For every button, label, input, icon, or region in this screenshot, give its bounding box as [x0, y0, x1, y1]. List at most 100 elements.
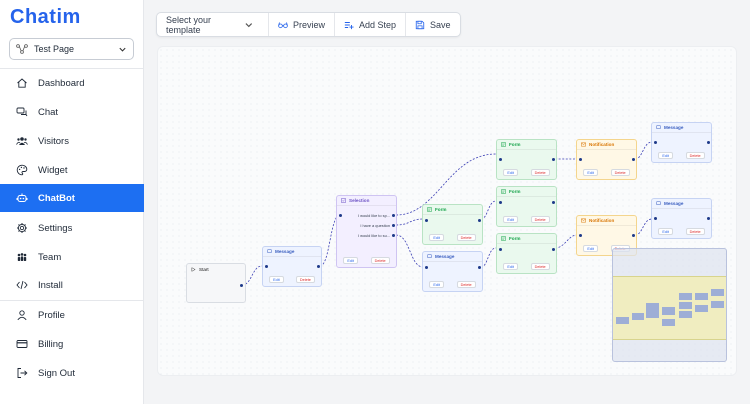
delete-button[interactable]: Delete: [371, 257, 390, 264]
nav-item-label: Widget: [38, 165, 68, 176]
nav-item-visitors[interactable]: Visitors: [0, 127, 144, 155]
node-header: Form: [497, 187, 556, 197]
node-handle[interactable]: [392, 224, 395, 227]
edit-button[interactable]: Edit: [429, 281, 444, 288]
node-handle[interactable]: [632, 234, 635, 237]
node-handle[interactable]: [579, 234, 582, 237]
nav-item-dashboard[interactable]: Dashboard: [0, 69, 144, 97]
chevron-down-icon: [244, 20, 254, 30]
template-select[interactable]: Select your template: [157, 13, 269, 36]
delete-button[interactable]: Delete: [531, 216, 550, 223]
node-handle[interactable]: [707, 141, 710, 144]
flow-node-message[interactable]: Message EditDelete: [651, 122, 712, 163]
add-step-button[interactable]: Add Step: [335, 13, 406, 36]
form-icon: [501, 236, 506, 241]
nav-item-label: Visitors: [38, 136, 69, 147]
node-handle[interactable]: [317, 265, 320, 268]
delete-button[interactable]: Delete: [611, 169, 630, 176]
edit-button[interactable]: Edit: [583, 169, 598, 176]
card-icon: [16, 338, 28, 350]
node-handle[interactable]: [552, 201, 555, 204]
flow-node-selection[interactable]: Selection I would like to sp... I have a…: [336, 195, 397, 268]
edit-button[interactable]: Edit: [583, 245, 598, 252]
flow-node-message[interactable]: Message EditDelete: [262, 246, 322, 287]
node-handle[interactable]: [707, 217, 710, 220]
nav-item-widget[interactable]: Widget: [0, 156, 144, 184]
delete-button[interactable]: Delete: [686, 152, 705, 159]
nav-item-sign-out[interactable]: Sign Out: [0, 359, 144, 387]
preview-label: Preview: [293, 20, 325, 30]
node-handle[interactable]: [499, 158, 502, 161]
delete-button[interactable]: Delete: [457, 234, 476, 241]
delete-button[interactable]: Delete: [457, 281, 476, 288]
delete-button[interactable]: Delete: [531, 263, 550, 270]
node-handle[interactable]: [654, 217, 657, 220]
nav-item-label: Team: [38, 252, 61, 263]
nav-item-label: Install: [38, 280, 63, 291]
node-header: Message: [652, 199, 711, 209]
delete-button[interactable]: Delete: [686, 228, 705, 235]
node-handle[interactable]: [579, 158, 582, 161]
edit-button[interactable]: Edit: [343, 257, 358, 264]
node-handle[interactable]: [339, 214, 342, 217]
flow-node-form[interactable]: Form EditDelete: [422, 204, 483, 245]
nav-item-label: Billing: [38, 339, 63, 350]
node-handle[interactable]: [552, 248, 555, 251]
selection-option: I have a question: [360, 223, 390, 228]
node-title: Notification: [589, 142, 614, 147]
flow-node-form[interactable]: Form Edit Delete: [496, 233, 557, 274]
nav-item-chat[interactable]: Chat: [0, 98, 144, 126]
node-handle[interactable]: [499, 248, 502, 251]
node-handle[interactable]: [425, 219, 428, 222]
save-button[interactable]: Save: [406, 13, 460, 36]
node-handle[interactable]: [265, 265, 268, 268]
nav-item-profile[interactable]: Profile: [0, 301, 144, 329]
node-handle[interactable]: [552, 158, 555, 161]
node-handle[interactable]: [478, 219, 481, 222]
nav-item-label: Profile: [38, 310, 65, 321]
node-handle[interactable]: [499, 201, 502, 204]
flow-node-form[interactable]: Form EditDelete: [496, 139, 557, 180]
mail-icon: [581, 218, 586, 223]
edit-button[interactable]: Edit: [503, 263, 518, 270]
edit-button[interactable]: Edit: [503, 216, 518, 223]
node-handle[interactable]: [478, 266, 481, 269]
gear-icon: [16, 222, 28, 234]
nav-item-team[interactable]: Team: [0, 243, 144, 271]
minimap[interactable]: [612, 248, 727, 362]
nav-item-billing[interactable]: Billing: [0, 330, 144, 358]
message-icon: [267, 249, 272, 254]
code-icon: [16, 279, 28, 291]
node-handle[interactable]: [240, 284, 243, 287]
brand-logo[interactable]: Chatim: [10, 6, 81, 29]
page-select[interactable]: Test Page: [9, 38, 134, 60]
delete-button[interactable]: Delete: [531, 169, 550, 176]
edit-button[interactable]: Edit: [658, 228, 673, 235]
minimap-node: [662, 307, 675, 315]
flow-node-message[interactable]: Message Edit Delete: [651, 198, 712, 239]
edit-button[interactable]: Edit: [429, 234, 444, 241]
nav-item-label: Dashboard: [38, 78, 84, 89]
nav-item-chatbot[interactable]: ChatBot: [0, 184, 144, 212]
node-handle[interactable]: [392, 234, 395, 237]
node-handle[interactable]: [654, 141, 657, 144]
node-header: Form: [497, 234, 556, 244]
node-header: Notification: [577, 216, 636, 226]
minimap-node: [711, 289, 724, 296]
flow-node-notification[interactable]: Notification Edit Delete: [576, 139, 637, 180]
flow-node-start[interactable]: Start: [186, 263, 246, 303]
preview-button[interactable]: Preview: [269, 13, 335, 36]
delete-button[interactable]: Delete: [296, 276, 315, 283]
node-handle[interactable]: [632, 158, 635, 161]
node-title: Message: [664, 201, 683, 206]
nav-item-settings[interactable]: Settings: [0, 214, 144, 242]
flow-node-message[interactable]: Message EditDelete: [422, 251, 483, 292]
flow-node-form[interactable]: Form Edit Delete: [496, 186, 557, 227]
node-handle[interactable]: [392, 214, 395, 217]
edit-button[interactable]: Edit: [503, 169, 518, 176]
flow-canvas[interactable]: Start Message EditDelete Selection I wou…: [157, 46, 737, 376]
edit-button[interactable]: Edit: [658, 152, 673, 159]
node-handle[interactable]: [425, 266, 428, 269]
edit-button[interactable]: Edit: [269, 276, 284, 283]
nav-item-install[interactable]: Install: [0, 271, 144, 299]
